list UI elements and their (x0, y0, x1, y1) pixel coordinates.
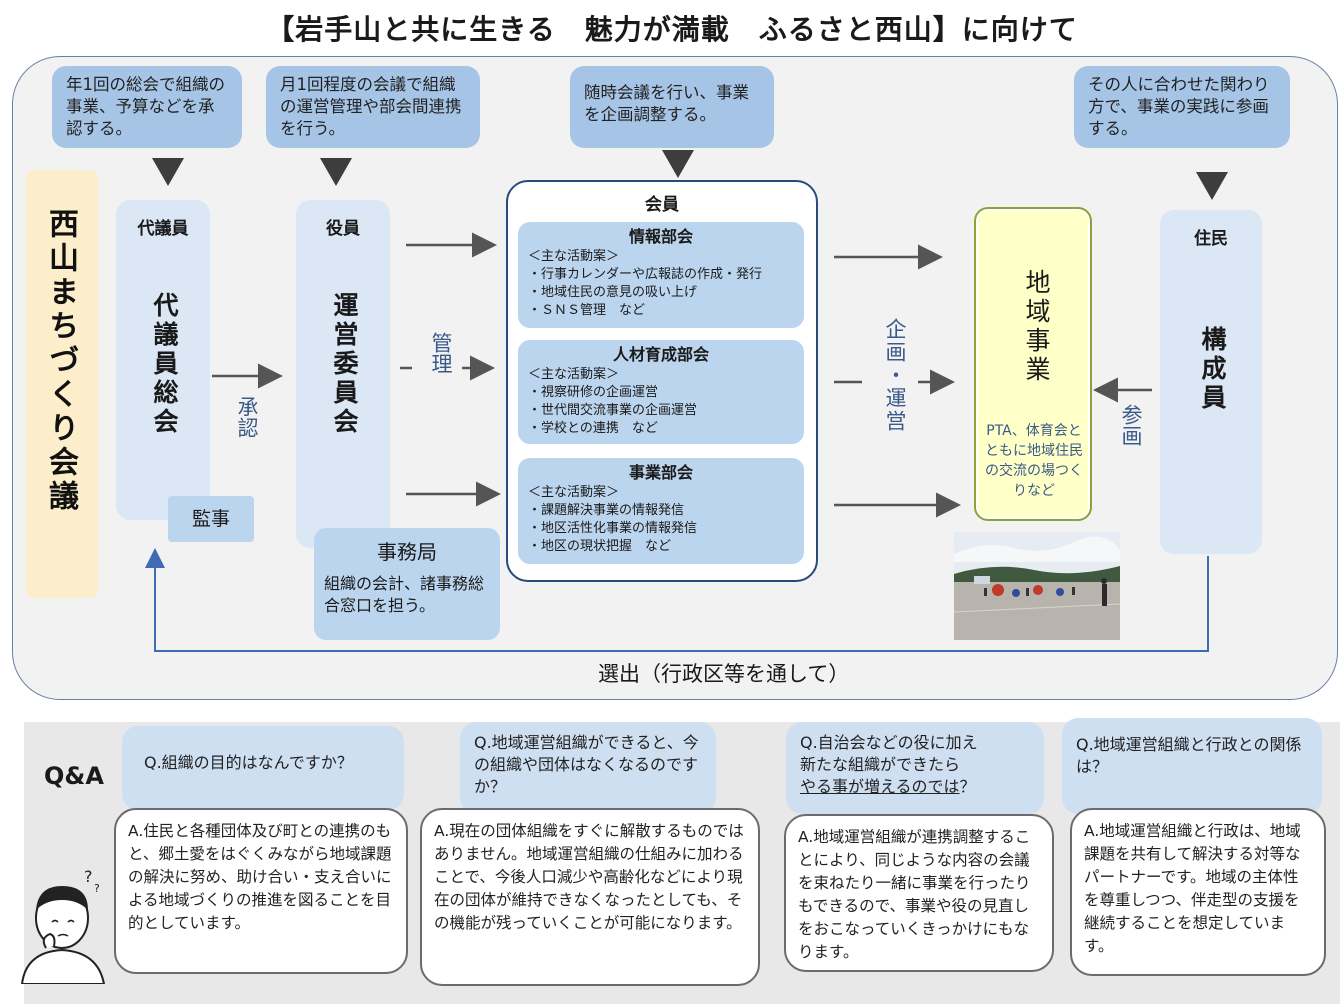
question-line: 新たな組織ができたら (800, 755, 961, 774)
hr-subcommittee: 人材育成部会 ＜主な活動案＞ ・視察研修の企画運営 ・世代間交流事業の企画運営 … (518, 340, 804, 444)
steering-committee: 運営委員会 (330, 292, 359, 437)
delegates-column: 代議員 代議員総会 (116, 200, 210, 520)
org-name: 西山まちづくり会議 (43, 208, 78, 514)
activity-item: ・ＳＮＳ管理 など (528, 303, 646, 318)
down-triangle-icon (152, 158, 184, 186)
activity-item: ・学校との連携 など (528, 421, 658, 436)
question-card-3: Q.自治会などの役に加え 新たな組織ができたら やる事が増えるのでは？ (786, 722, 1044, 814)
project-subcommittee-name: 事業部会 (628, 463, 693, 482)
delegates-head: 代議員 (137, 219, 189, 239)
activity-intro: ＜主な活動案＞ (528, 485, 620, 500)
community-project-title: 地域事業 (1022, 269, 1051, 385)
sports-field-photo (954, 532, 1120, 640)
management-label: 管理 (429, 332, 453, 374)
project-subcommittee: 事業部会 ＜主な活動案＞ ・課題解決事業の情報発信 ・地区活性化事業の情報発信 … (518, 458, 804, 564)
thinking-person-icon: ? ? (20, 867, 106, 984)
down-triangle-icon (662, 150, 694, 178)
planning-label: 企画・運営 (883, 318, 907, 433)
down-triangle-icon (1196, 172, 1228, 200)
secretariat-title: 事務局 (377, 540, 437, 564)
activity-item: ・地区の現状把握 など (528, 539, 672, 554)
activity-item: ・行事カレンダーや広報誌の作成・発行 (528, 267, 763, 282)
activity-item: ・視察研修の企画運営 (528, 385, 659, 400)
svg-text:?: ? (94, 882, 100, 895)
note-members: 随時会議を行い、事業を企画調整する。 (570, 66, 774, 148)
answer-card-2: A.現在の団体組織をすぐに解散するものではありません。地域運営組織の仕組みに加わ… (420, 808, 760, 986)
page-title: 【岩手山と共に生きる 魅力が満載 ふるさと西山】に向けて (266, 13, 1078, 46)
secretariat-desc: 組織の会計、諸事務総合窓口を担う。 (324, 574, 485, 615)
activity-item: ・世代間交流事業の企画運営 (528, 403, 698, 418)
delegates-assembly: 代議員総会 (150, 292, 179, 437)
participation-label: 参画 (1119, 404, 1143, 446)
org-name-bar: 西山まちづくり会議 (26, 170, 98, 598)
down-triangle-icon (320, 158, 352, 186)
note-residents: その人に合わせた関わり方で、事業の実践に参画する。 (1074, 66, 1290, 148)
info-subcommittee: 情報部会 ＜主な活動案＞ ・行事カレンダーや広報誌の作成・発行 ・地域住民の意見… (518, 222, 804, 328)
note-general-assembly: 年1回の総会で組織の事業、予算などを承認する。 (52, 66, 242, 148)
residents-members: 構成員 (1198, 326, 1227, 413)
officers-column: 役員 運営委員会 (296, 200, 390, 548)
answer-card-3: A.地域運営組織が連携調整することにより、同じような内容の会議を束ねたり一緒に事… (784, 814, 1054, 972)
note-steering-committee: 月1回程度の会議で組織の運営管理や部会間連携を行う。 (266, 66, 480, 148)
question-line: Q.自治会などの役に加え (800, 733, 978, 752)
community-project-box: 地域事業 PTA、体育会とともに地域住民の交流の場つくりなど (974, 207, 1092, 521)
svg-text:?: ? (84, 867, 93, 886)
question-card-4: Q.地域運営組織と行政との関係は？ (1062, 718, 1322, 814)
community-project-desc: PTA、体育会とともに地域住民の交流の場つくりなど (985, 423, 1083, 499)
residents-column: 住民 構成員 (1160, 210, 1262, 554)
activity-item: ・地区活性化事業の情報発信 (528, 521, 698, 536)
officers-head: 役員 (326, 219, 360, 239)
approval-label: 承認 (235, 396, 259, 438)
qa-label: Q&A (44, 762, 104, 790)
hr-subcommittee-name: 人材育成部会 (612, 345, 709, 364)
members-head: 会員 (645, 195, 679, 215)
answer-card-4: A.地域運営組織と行政は、地域課題を共有して解決する対等なパートナーです。地域の… (1070, 808, 1326, 976)
question-underlined: やる事が増えるのでは (800, 777, 960, 796)
question-card-2: Q.地域運営組織ができると、今の組織や団体はなくなるのですか？ (460, 722, 716, 814)
question-card-1: Q.組織の目的はなんですか？ (122, 726, 404, 810)
activity-item: ・地域住民の意見の吸い上げ (528, 285, 698, 300)
question-line: やる事が増えるのでは？ (800, 776, 1030, 798)
activity-intro: ＜主な活動案＞ (528, 249, 620, 264)
question-mark: ？ (959, 777, 976, 796)
answer-card-1: A.住民と各種団体及び町との連携のもと、郷土愛をはぐくみながら地域課題の解決に努… (114, 808, 408, 974)
auditor-box: 監事 (168, 496, 254, 542)
selection-label: 選出（行政区等を通して） (598, 662, 850, 686)
activity-intro: ＜主な活動案＞ (528, 367, 620, 382)
secretariat-box: 事務局 組織の会計、諸事務総合窓口を担う。 (314, 528, 500, 640)
info-subcommittee-name: 情報部会 (628, 227, 693, 246)
residents-head: 住民 (1194, 229, 1228, 249)
activity-item: ・課題解決事業の情報発信 (528, 503, 685, 518)
